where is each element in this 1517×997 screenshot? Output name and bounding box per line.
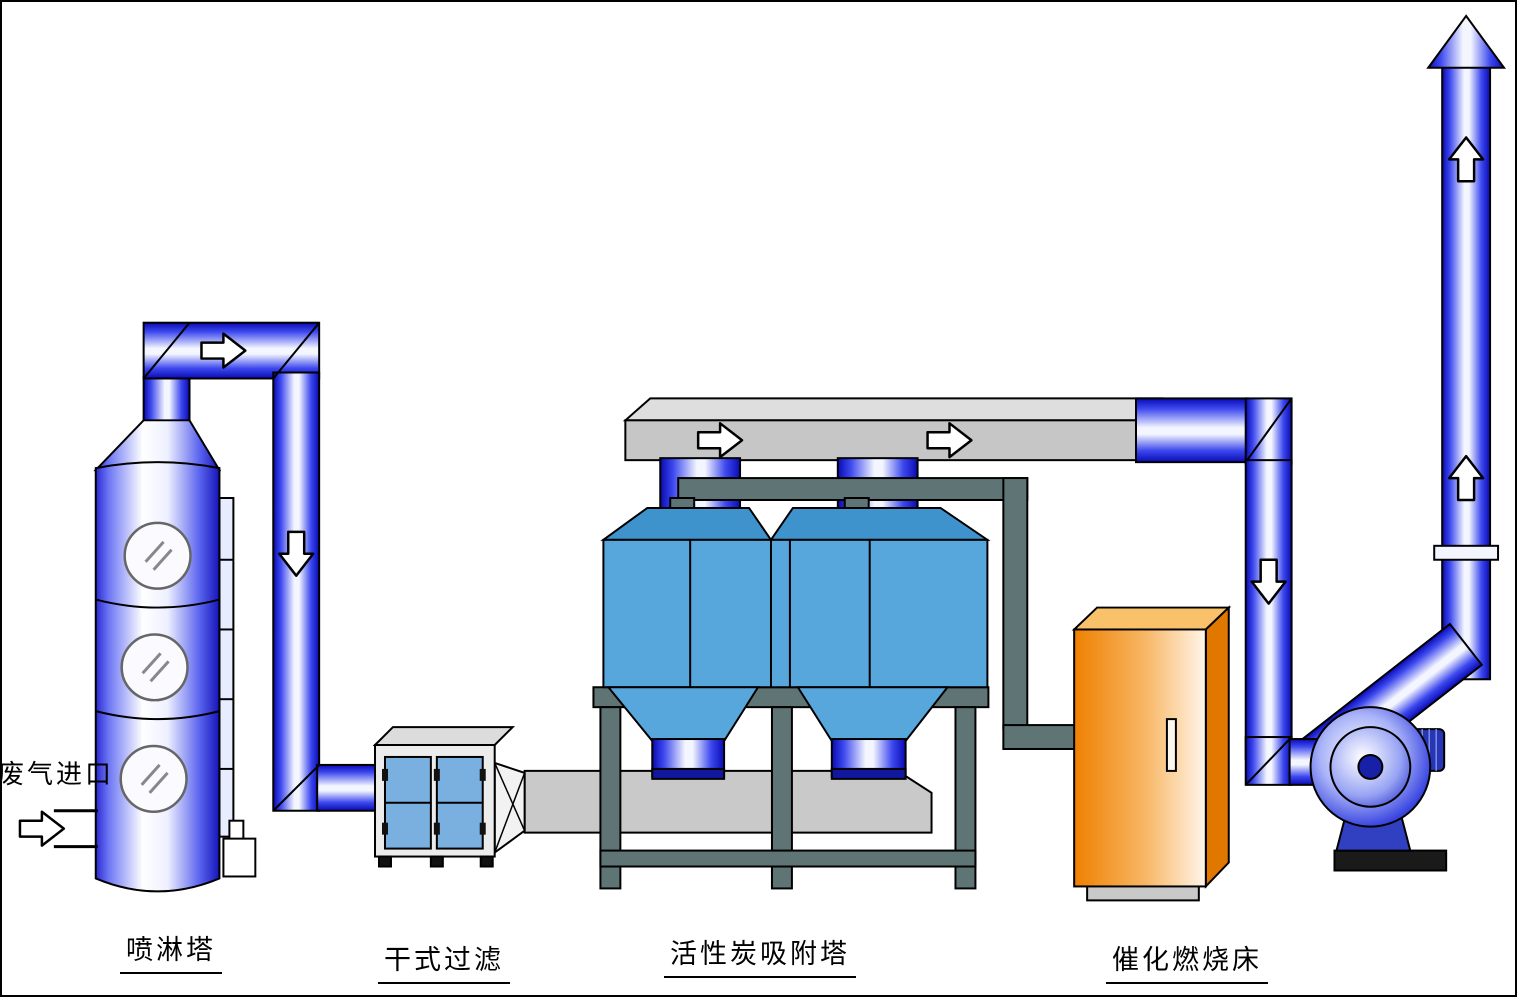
label-waste-gas-inlet: 废气进口 xyxy=(0,759,115,789)
fan xyxy=(1309,706,1448,872)
sight-glass-windows xyxy=(119,521,192,813)
top-duct xyxy=(622,397,1164,462)
level-gauge xyxy=(218,497,235,838)
fan-hub xyxy=(1357,753,1384,780)
filter-outlet-cone xyxy=(493,761,526,855)
waste-gas-inlet xyxy=(53,809,98,849)
label-catalytic-bed: 催化燃烧床 xyxy=(1106,938,1268,984)
catalytic-combustion-bed xyxy=(1071,605,1232,902)
exhaust-stack xyxy=(1426,14,1506,681)
label-spray-tower: 喷淋塔 xyxy=(120,928,222,974)
door-hinges xyxy=(381,768,486,835)
left-hopper xyxy=(606,686,760,743)
right-hopper xyxy=(796,686,950,743)
spray-tower xyxy=(93,419,257,893)
carbon-adsorption-tower xyxy=(600,506,991,780)
spray-tower-outlet-pipe xyxy=(142,321,381,812)
duct-to-fan-pipe xyxy=(1135,397,1329,786)
stack-tip-arrow-icon xyxy=(1426,14,1506,69)
lower-duct xyxy=(523,769,933,834)
label-dry-filter: 干式过滤 xyxy=(378,938,510,984)
inlet-flow-arrow-right-icon xyxy=(18,810,66,847)
stack-flange xyxy=(1433,544,1500,561)
dry-filter xyxy=(372,726,516,868)
cabinet-door-handle xyxy=(1165,718,1177,772)
drain-box xyxy=(222,837,257,878)
label-carbon-tower: 活性炭吸附塔 xyxy=(664,932,856,978)
fan-base-plate xyxy=(1333,849,1448,872)
